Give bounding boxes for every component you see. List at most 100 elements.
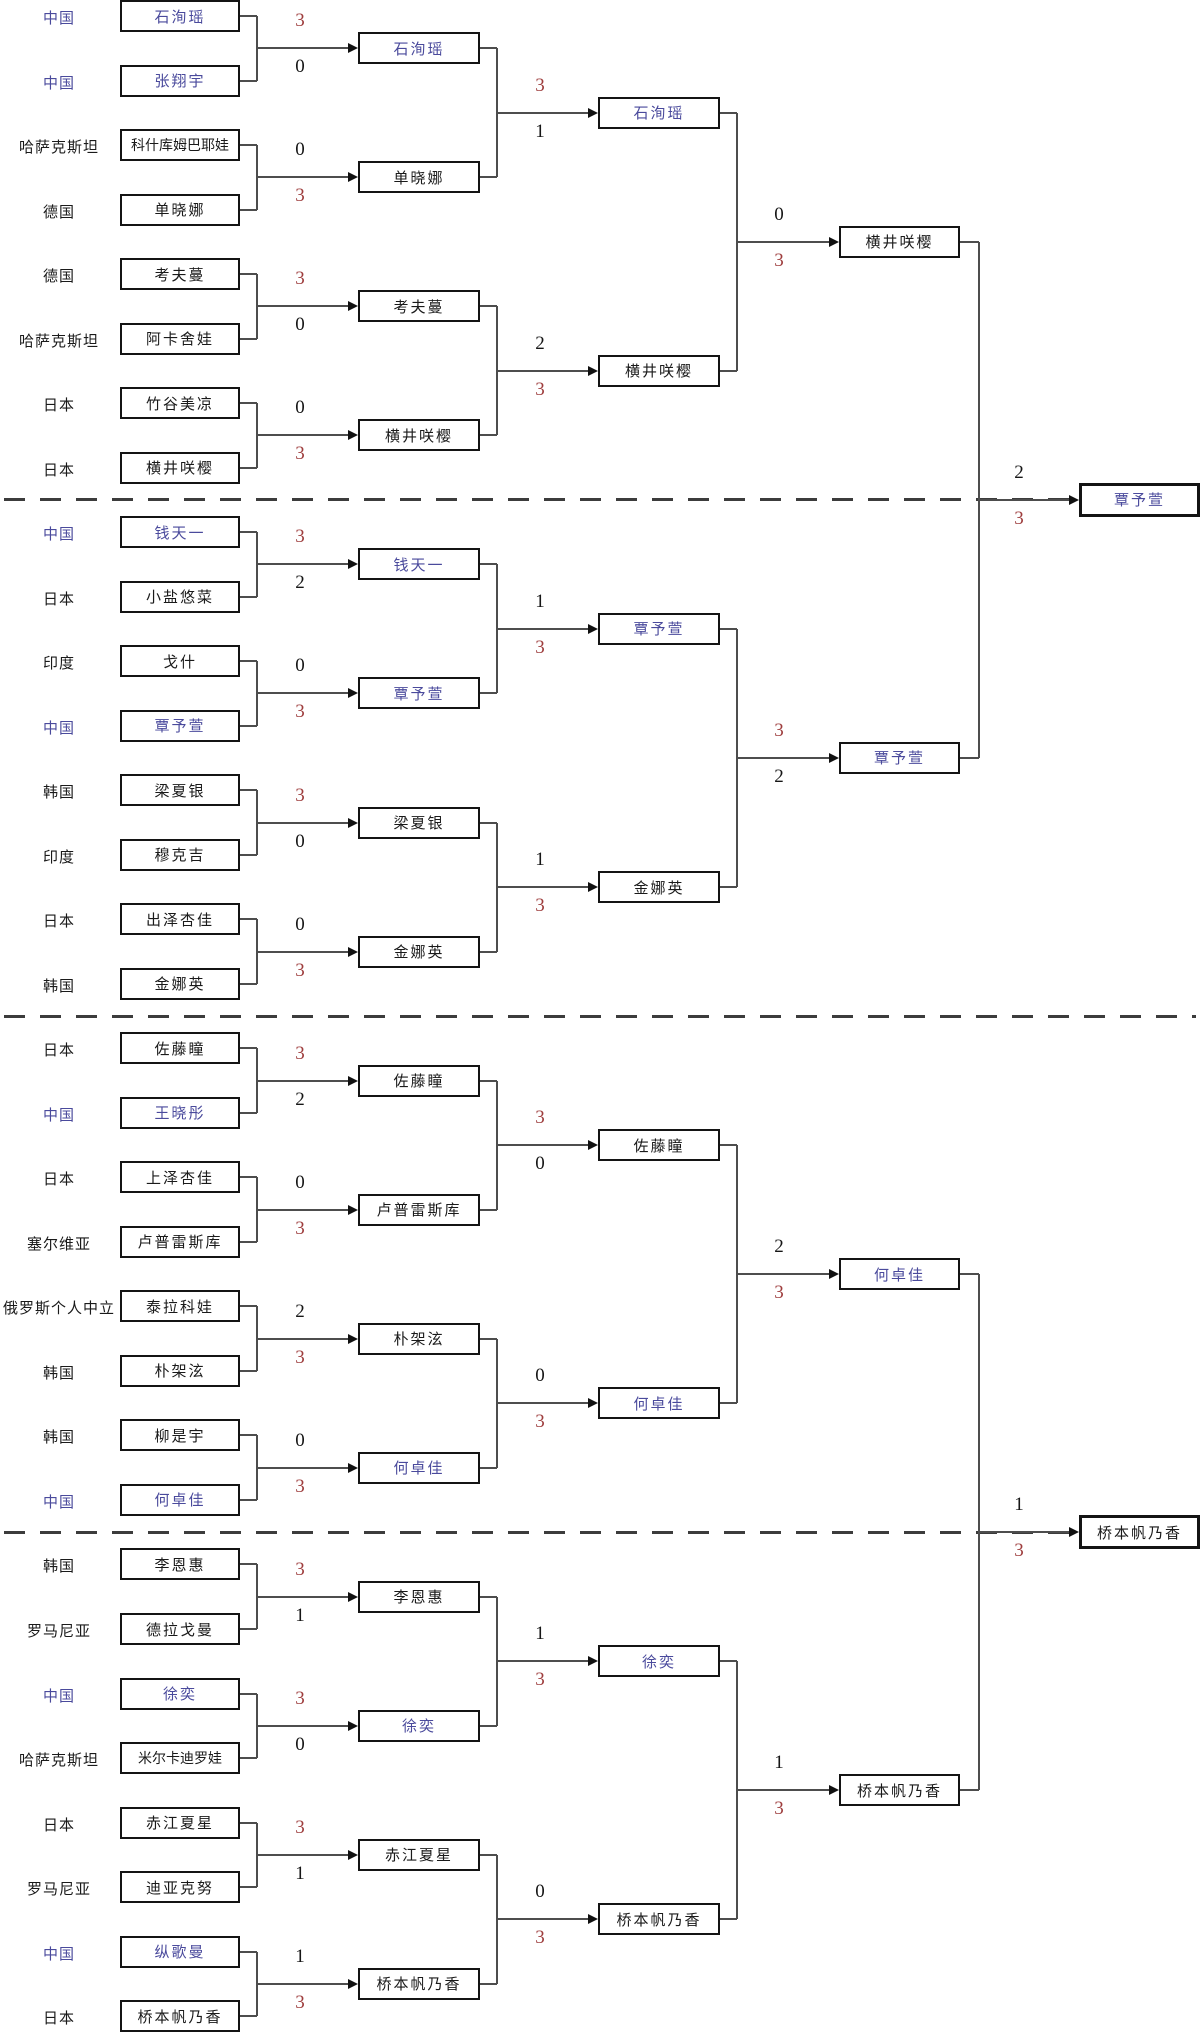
country-label: 俄罗斯个人中立	[2, 1300, 115, 1318]
arrowhead-icon	[348, 172, 358, 183]
arrowhead-icon	[348, 1462, 358, 1473]
arrow-line	[257, 1982, 350, 1985]
connector-line	[240, 1369, 257, 1372]
arrow-line	[257, 1208, 350, 1211]
arrowhead-icon	[829, 752, 839, 763]
player-box-round1: 阿卡舍娃	[120, 322, 240, 355]
player-box-round1: 戈什	[120, 645, 240, 678]
connector-line	[480, 1208, 497, 1211]
match-score: 3	[295, 10, 305, 32]
match-score: 2	[295, 1088, 305, 1110]
match-score: 0	[295, 913, 305, 935]
player-box-round1: 梁夏银	[120, 774, 240, 807]
country-label: 日本	[42, 590, 75, 608]
connector-line	[960, 756, 979, 759]
player-box-quarterfinal: 覃予萱	[598, 612, 720, 645]
arrowhead-icon	[829, 1269, 839, 1280]
match-score: 1	[1014, 1494, 1024, 1516]
connector-line	[240, 853, 257, 856]
country-label: 日本	[42, 1171, 75, 1189]
connector-line	[240, 531, 257, 534]
country-label: 日本	[42, 1042, 75, 1060]
player-box-round1: 出泽杏佳	[120, 903, 240, 936]
arrowhead-icon	[348, 1204, 358, 1215]
connector-line	[480, 1079, 497, 1082]
player-box-round1: 李恩惠	[120, 1548, 240, 1581]
arrow-line	[737, 1273, 831, 1276]
country-label: 中国	[42, 1493, 75, 1511]
connector-line	[960, 1789, 979, 1792]
match-score: 3	[535, 74, 545, 96]
connector-line	[480, 1337, 497, 1340]
country-label: 日本	[42, 1816, 75, 1834]
player-box-round1: 科什库姆巴耶娃	[120, 129, 240, 162]
match-score: 1	[535, 849, 545, 871]
player-box-round2: 覃予萱	[358, 677, 480, 710]
match-score: 3	[295, 784, 305, 806]
player-box-quarterfinal: 佐藤瞳	[598, 1129, 720, 1162]
country-label: 德国	[42, 203, 75, 221]
arrow-line	[497, 886, 590, 889]
player-box-round1: 单晓娜	[120, 193, 240, 226]
connector-line	[720, 886, 737, 889]
connector-line	[240, 1563, 257, 1566]
match-score: 3	[295, 1816, 305, 1838]
country-label: 中国	[42, 719, 75, 737]
connector-line	[240, 2015, 257, 2018]
country-label: 塞尔维亚	[26, 1235, 91, 1253]
country-label: 日本	[42, 461, 75, 479]
arrowhead-icon	[348, 817, 358, 828]
arrowhead-icon	[588, 1914, 598, 1925]
arrowhead-icon	[348, 1849, 358, 1860]
arrow-line	[737, 1789, 831, 1792]
connector-line	[480, 950, 497, 953]
match-score: 3	[295, 959, 305, 981]
match-score: 2	[1014, 461, 1024, 483]
country-label: 罗马尼亚	[26, 1623, 91, 1640]
match-score: 1	[535, 120, 545, 142]
connector-line	[720, 1402, 737, 1405]
match-score: 0	[295, 139, 305, 161]
arrow-line	[497, 1918, 590, 1921]
country-label: 韩国	[42, 1429, 75, 1447]
player-box-round2: 梁夏银	[358, 806, 480, 839]
match-score: 3	[535, 1927, 545, 1949]
connector-line	[240, 1950, 257, 1953]
arrow-line	[257, 950, 350, 953]
arrowhead-icon	[348, 43, 358, 54]
player-box-round2: 单晓娜	[358, 161, 480, 194]
player-box-semifinal: 横井咲樱	[839, 225, 960, 258]
arrow-line	[257, 1337, 350, 1340]
arrowhead-icon	[588, 623, 598, 634]
match-score: 0	[774, 203, 784, 225]
connector-line	[240, 1628, 257, 1630]
player-box-round1: 柳是宇	[120, 1419, 240, 1452]
country-label: 日本	[42, 913, 75, 931]
section-divider	[4, 498, 1196, 502]
match-score: 3	[535, 1107, 545, 1129]
match-score: 2	[774, 1236, 784, 1258]
player-box-round1: 泰拉科娃	[120, 1290, 240, 1323]
player-box-round1: 何卓佳	[120, 1483, 240, 1516]
match-score: 3	[295, 1217, 305, 1239]
player-box-round1: 纵歌曼	[120, 1935, 240, 1968]
match-score: 1	[774, 1752, 784, 1774]
arrow-line	[497, 1144, 590, 1147]
player-box-round2: 何卓佳	[358, 1451, 480, 1484]
connector-line	[480, 1466, 497, 1469]
match-score: 1	[295, 1862, 305, 1884]
arrow-line	[737, 240, 831, 243]
player-box-round2: 考夫蔓	[358, 290, 480, 323]
match-score: 3	[535, 378, 545, 400]
connector-line	[480, 1853, 497, 1856]
match-score: 3	[295, 1558, 305, 1580]
player-box-round1: 金娜英	[120, 967, 240, 1000]
arrowhead-icon	[588, 1398, 598, 1409]
match-score: 3	[1014, 507, 1024, 529]
player-box-round2: 朴架泫	[358, 1322, 480, 1355]
match-score: 3	[535, 636, 545, 658]
player-box-semifinal: 覃予萱	[839, 741, 960, 774]
arrowhead-icon	[588, 1140, 598, 1151]
arrow-line	[257, 434, 350, 437]
player-box-round2: 金娜英	[358, 935, 480, 968]
